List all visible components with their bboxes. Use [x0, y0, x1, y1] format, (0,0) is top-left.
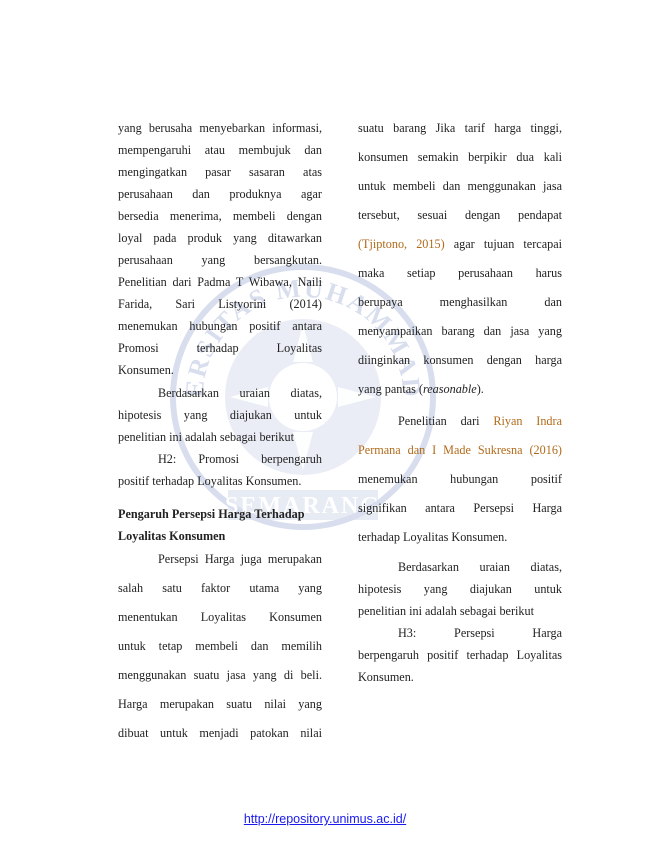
text-line: Berdasarkan uraian diatas, [158, 386, 322, 400]
text-line: maka setiap perusahaan harus [358, 266, 562, 280]
text-line: Konsumen. [118, 363, 174, 377]
text-line: Harga merupakan suatu nilai yang [118, 697, 322, 711]
text-line: terhadap Loyalitas Konsumen. [358, 530, 508, 544]
text-line: Farida, Sari Listyorini (2014) [118, 297, 322, 311]
text-line: berupaya menghasilkan dan [358, 295, 562, 309]
text-line: menemukan hubungan positif antara [118, 319, 322, 333]
text-line: Penelitian dari Riyan Indra [398, 414, 562, 429]
text-line: berpengaruh positif terhadap Loyalitas [358, 648, 562, 662]
text-line: Promosi terhadap Loyalitas [118, 341, 322, 355]
text-line: yang berusaha menyebarkan informasi, [118, 121, 322, 135]
text-line: hipotesis yang diajukan untuk [118, 408, 322, 422]
section-heading: Loyalitas Konsumen [118, 529, 226, 543]
text-span: ). [476, 382, 484, 396]
italic-term: reasonable [422, 382, 477, 396]
hypothesis-h2: H2: Promosi berpengaruh [158, 452, 322, 466]
text-line: perusahaan yang bersangkutan. [118, 253, 322, 267]
text-line: penelitian ini adalah sebagai berikut [118, 430, 294, 444]
text-line: loyal pada produk yang ditawarkan [118, 231, 322, 245]
citation-riyan-cont: Permana dan I Made Sukresna (2016) [358, 443, 562, 457]
text-line: menentukan Loyalitas Konsumen [118, 610, 322, 624]
text-line: tersebut, sesuai dengan pendapat [358, 208, 562, 222]
text-line: menyampaikan barang dan jasa yang [358, 324, 562, 338]
text-line: menemukan hubungan positif [358, 472, 562, 486]
text-line: Persepsi Harga juga merupakan [158, 552, 322, 566]
section-heading: Pengaruh Persepsi Harga Terhadap [118, 507, 305, 521]
text-line: (Tjiptono, 2015) agar tujuan tercapai [358, 237, 562, 252]
text-line: suatu barang Jika tarif harga tinggi, [358, 121, 562, 135]
citation-riyan: Riyan Indra [493, 414, 562, 428]
text-line: penelitian ini adalah sebagai berikut [358, 604, 534, 618]
text-line: mempengaruhi atau membujuk dan [118, 143, 322, 157]
text-line: Berdasarkan uraian diatas, [398, 560, 562, 574]
citation-tjiptono: (Tjiptono, 2015) [358, 237, 445, 251]
repository-link[interactable]: http://repository.unimus.ac.id/ [243, 812, 407, 826]
text-line: diinginkan konsumen dengan harga [358, 353, 562, 367]
text-line: untuk membeli dan menggunakan jasa [358, 179, 562, 193]
text-line: mengingatkan pasar sasaran atas [118, 165, 322, 179]
text-line: dibuat untuk menjadi patokan nilai [118, 726, 322, 740]
hypothesis-h3: H3: Persepsi Harga [398, 626, 562, 640]
text-line: menggunakan suatu jasa yang di beli. [118, 668, 322, 682]
text-line: signifikan antara Persepsi Harga [358, 501, 562, 515]
text-line: hipotesis yang diajukan untuk [358, 582, 562, 596]
text-span: yang pantas ( [358, 382, 423, 396]
text-line: positif terhadap Loyalitas Konsumen. [118, 474, 302, 488]
text-line: salah satu faktor utama yang [118, 581, 322, 595]
text-line: yang pantas (reasonable). [358, 382, 562, 397]
text-line: Konsumen. [358, 670, 414, 684]
text-line: untuk tetap membeli dan memilih [118, 639, 322, 653]
text-line: perusahaan dan produknya agar [118, 187, 322, 201]
text-line: konsumen semakin berpikir dua kali [358, 150, 562, 164]
text-line: bersedia menerima, membeli dengan [118, 209, 322, 223]
text-line: Penelitian dari Padma T Wibawa, Naili [118, 275, 322, 289]
text-span: Penelitian dari [398, 414, 494, 428]
text-span: agar tujuan tercapai [444, 237, 562, 251]
